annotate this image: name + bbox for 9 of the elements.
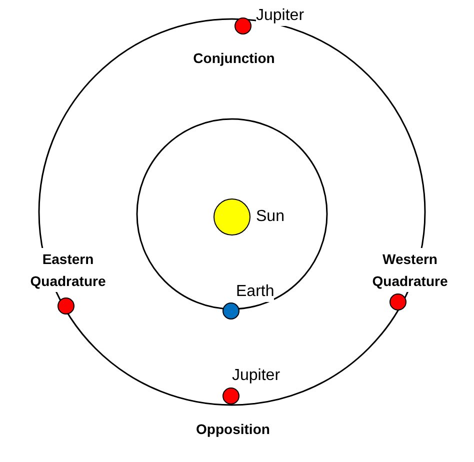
planet-dot (389, 293, 407, 311)
sun-circle (213, 198, 251, 236)
planet-name: Jupiter (256, 6, 304, 26)
planet-dot (57, 297, 75, 315)
planet-name: Jupiter (232, 366, 280, 386)
planet-dot (222, 387, 240, 405)
planet-name: Earth (236, 282, 274, 302)
planet-dot (234, 17, 252, 35)
planet-dot (222, 302, 240, 320)
